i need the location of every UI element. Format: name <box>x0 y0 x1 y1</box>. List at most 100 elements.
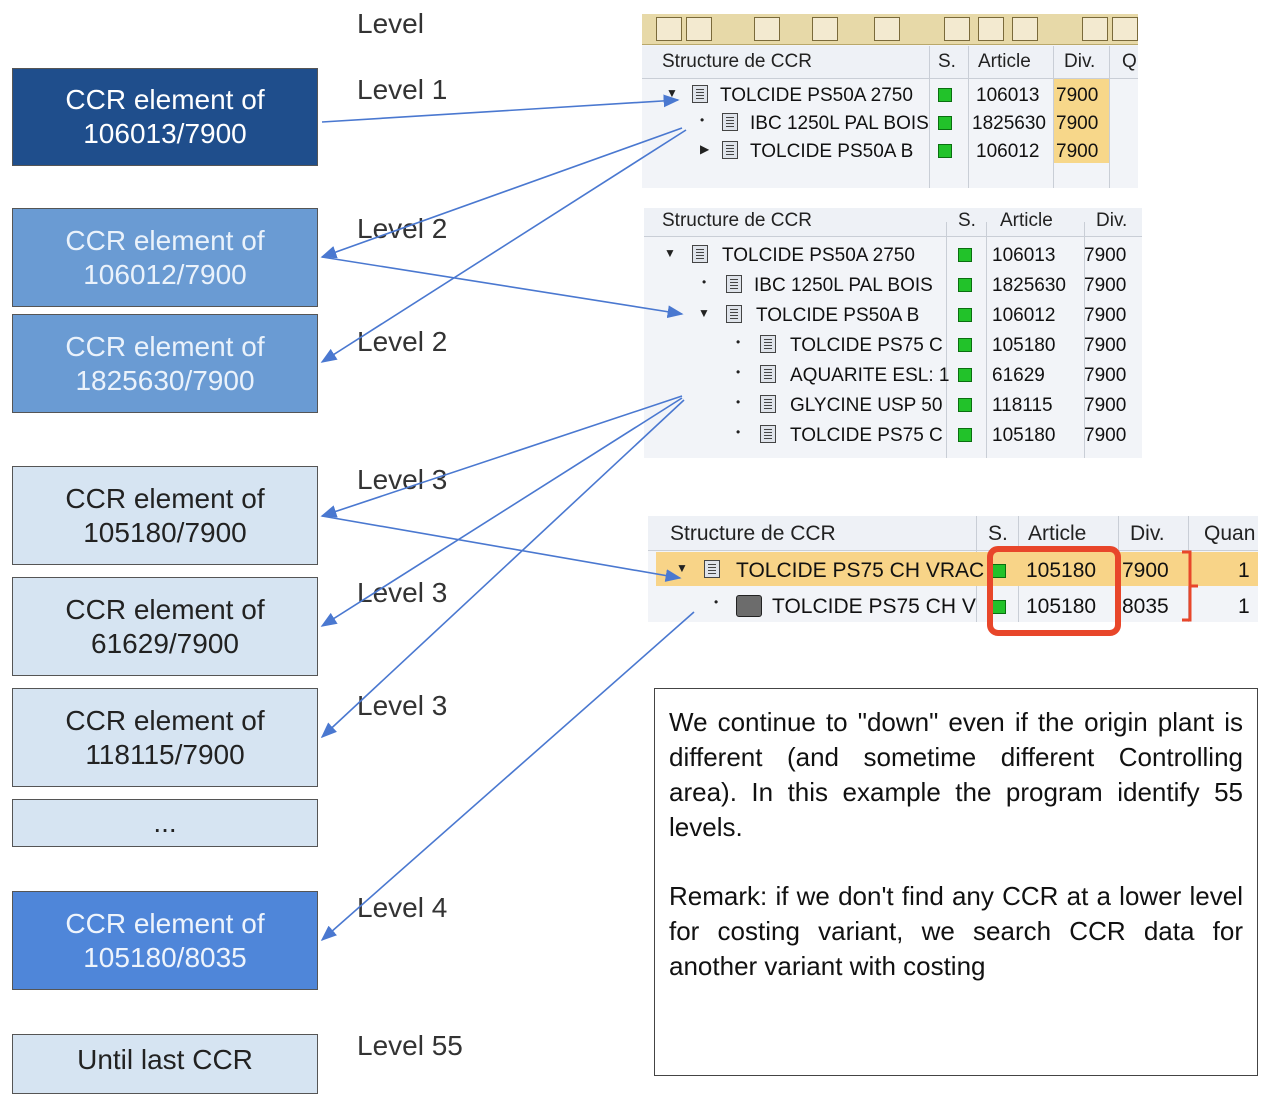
arrow-level3a <box>320 395 683 518</box>
ccr-box-105180-7900: CCR element of 105180/7900 <box>12 466 318 565</box>
status-green-icon <box>992 564 1006 578</box>
toolbar-button[interactable] <box>686 17 712 41</box>
row-article: 118115 <box>992 395 1053 416</box>
col-header-div[interactable]: Div. <box>1130 522 1165 545</box>
status-green-icon <box>958 308 972 322</box>
status-green-icon <box>992 600 1006 614</box>
row-div: 7900 <box>1084 245 1127 266</box>
col-header-structure[interactable]: Structure de CCR <box>662 51 812 72</box>
row-div: 7900 <box>1056 113 1099 134</box>
toolbar-button[interactable] <box>1082 17 1108 41</box>
expand-icon[interactable]: ▼ <box>698 306 710 320</box>
leaf-dot-icon: • <box>700 113 705 127</box>
row-article: 1825630 <box>992 275 1066 296</box>
bom-icon <box>760 365 776 383</box>
collapsed-icon[interactable]: ▶ <box>700 142 710 156</box>
level-label-3a: Level 3 <box>357 464 448 495</box>
row-name: TOLCIDE PS75 C <box>790 335 943 356</box>
col-header-status[interactable]: S. <box>958 210 976 231</box>
bom-icon <box>760 395 776 413</box>
toolbar-button[interactable] <box>1112 17 1138 41</box>
row-article: 105180 <box>1026 559 1097 582</box>
ccr-box-until-last: Until last CCR <box>12 1034 318 1094</box>
col-header-status[interactable]: S. <box>988 522 1008 545</box>
bom-icon <box>726 275 742 293</box>
table-row[interactable]: ▼ TOLCIDE PS50A B 106012 7900 <box>644 300 1142 330</box>
ccr-box-105180-8035: CCR element of 105180/8035 <box>12 891 318 990</box>
sap-toolbar <box>642 14 1138 45</box>
table-row[interactable]: • TOLCIDE PS75 C 105180 7900 <box>644 330 1142 360</box>
row-name: AQUARITE ESL: 1 <box>790 365 950 386</box>
toolbar-button[interactable] <box>754 17 780 41</box>
row-name: TOLCIDE PS50A B <box>756 305 920 326</box>
expand-icon[interactable]: ▼ <box>676 561 688 575</box>
table-row[interactable]: ▼ TOLCIDE PS50A 2750 106013 7900 <box>642 80 1138 110</box>
table-row[interactable]: • TOLCIDE PS75 C 105180 7900 <box>644 420 1142 450</box>
toolbar-button[interactable] <box>812 17 838 41</box>
col-header-div[interactable]: Div. <box>1096 210 1128 231</box>
col-header-status[interactable]: S. <box>938 51 956 72</box>
table-row-selected[interactable]: ▼ TOLCIDE PS75 CH VRAC 105180 7900 1 <box>648 554 1258 588</box>
bom-icon <box>722 141 738 159</box>
row-name: TOLCIDE PS75 C <box>790 425 943 446</box>
ccr-box-61629-7900: CCR element of 61629/7900 <box>12 577 318 676</box>
table-row[interactable]: • TOLCIDE PS75 CH V 105180 8035 1 <box>648 590 1258 624</box>
col-header-article[interactable]: Article <box>1028 522 1087 545</box>
status-green-icon <box>958 368 972 382</box>
ccr-box-ellipsis: ... <box>12 799 318 847</box>
expand-icon[interactable]: ▼ <box>666 86 678 100</box>
row-article: 106013 <box>976 85 1040 106</box>
row-div: 7900 <box>1056 85 1099 106</box>
arrow-to-panel2 <box>321 256 684 319</box>
row-div: 8035 <box>1122 595 1169 618</box>
table-row[interactable]: • IBC 1250L PAL BOIS 1825630 7900 <box>644 270 1142 300</box>
row-article: 106012 <box>992 305 1056 326</box>
bom-icon <box>760 335 776 353</box>
status-green-icon <box>938 144 952 158</box>
level-label-1: Level 1 <box>357 74 448 105</box>
col-header-qty[interactable]: Q <box>1122 51 1137 72</box>
table-row[interactable]: • GLYCINE USP 50 118115 7900 <box>644 390 1142 420</box>
level-label-2a: Level 2 <box>357 213 448 244</box>
status-green-icon <box>958 398 972 412</box>
note-paragraph-2: Remark: if we don't find any CCR at a lo… <box>669 881 1243 981</box>
level-label-55: Level 55 <box>357 1030 463 1061</box>
level-header: Level <box>357 8 424 39</box>
table-row[interactable]: ▼ TOLCIDE PS50A 2750 106013 7900 <box>644 240 1142 270</box>
row-div: 7900 <box>1084 365 1127 386</box>
toolbar-button[interactable] <box>874 17 900 41</box>
expand-icon[interactable]: ▼ <box>664 246 676 260</box>
table-row[interactable]: • IBC 1250L PAL BOIS 1825630 7900 <box>642 108 1138 138</box>
toolbar-button[interactable] <box>656 17 682 41</box>
arrow-to-panel3 <box>321 515 682 582</box>
col-header-qty[interactable]: Quan <box>1204 522 1256 545</box>
status-green-icon <box>938 88 952 102</box>
row-name: TOLCIDE PS50A 2750 <box>722 245 915 266</box>
col-header-article[interactable]: Article <box>1000 210 1053 231</box>
col-header-div[interactable]: Div. <box>1064 51 1096 72</box>
col-header-article[interactable]: Article <box>978 51 1031 72</box>
sap-panel-level2: Structure de CCR S. Article Div. ▼ TOLCI… <box>644 208 1142 458</box>
table-row[interactable]: ▶ TOLCIDE PS50A B 106012 7900 <box>642 136 1138 166</box>
ccr-box-1825630-7900: CCR element of 1825630/7900 <box>12 314 318 413</box>
level-label-3c: Level 3 <box>357 690 448 721</box>
toolbar-button[interactable] <box>944 17 970 41</box>
ccr-box-106013-7900: CCR element of 106013/7900 <box>12 68 318 166</box>
row-article: 61629 <box>992 365 1045 386</box>
note-paragraph-1: We continue to "down" even if the origin… <box>669 707 1243 842</box>
table-row[interactable]: • AQUARITE ESL: 1 61629 7900 <box>644 360 1142 390</box>
row-quantity: 1 <box>1238 595 1250 618</box>
row-article: 105180 <box>1026 595 1097 618</box>
arrow-level3c <box>320 399 685 739</box>
col-header-structure[interactable]: Structure de CCR <box>662 210 812 231</box>
toolbar-button[interactable] <box>978 17 1004 41</box>
status-green-icon <box>958 278 972 292</box>
col-header-structure[interactable]: Structure de CCR <box>670 522 836 545</box>
selected-row-highlight <box>656 552 1258 586</box>
leaf-dot-icon: • <box>736 335 741 349</box>
leaf-dot-icon: • <box>714 595 719 609</box>
row-div: 7900 <box>1084 305 1127 326</box>
row-article: 1825630 <box>972 113 1046 134</box>
row-name: TOLCIDE PS75 CH VRAC <box>736 559 985 582</box>
toolbar-button[interactable] <box>1012 17 1038 41</box>
